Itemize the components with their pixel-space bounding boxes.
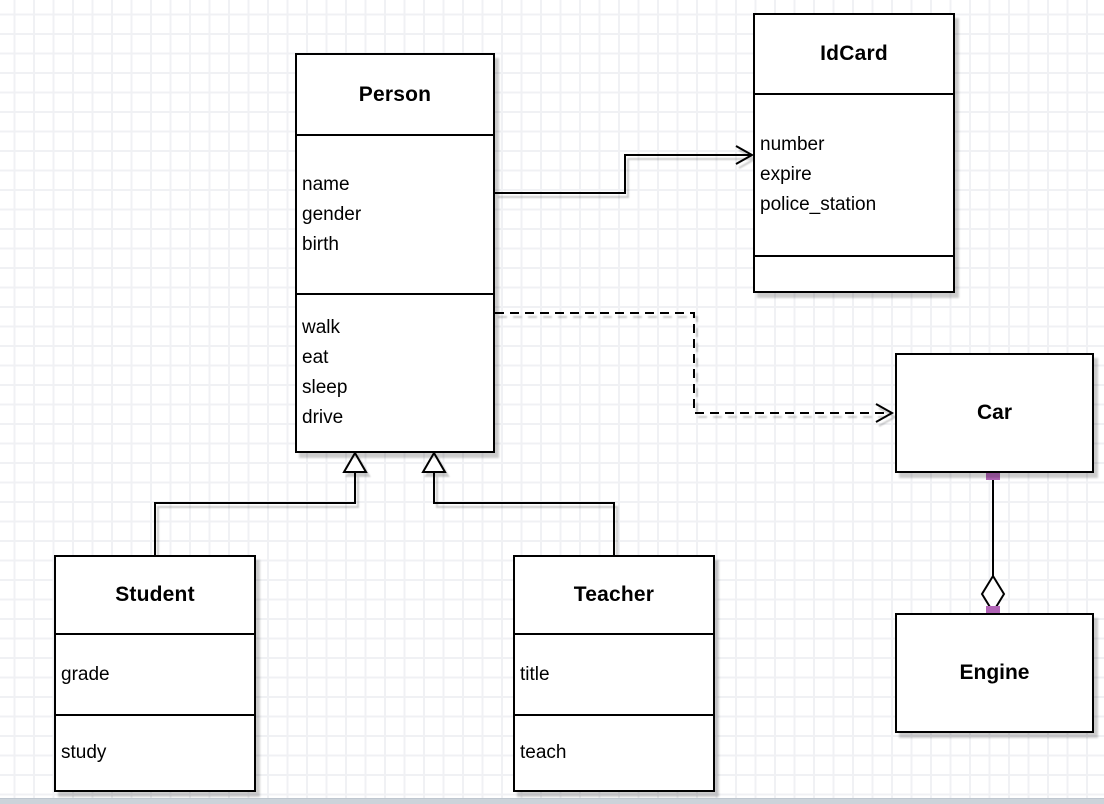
methods-section-empty [755,255,953,291]
method-row[interactable]: eat [302,347,329,368]
association-line[interactable] [495,154,750,194]
method-row[interactable]: drive [302,407,344,428]
connector-association-person-idcard[interactable] [495,145,755,194]
method-row[interactable]: study [61,742,107,763]
class-box-engine[interactable]: Engine [895,613,1094,733]
method-row[interactable]: sleep [302,377,348,398]
class-title: Student [115,583,195,606]
attribute-row[interactable]: title [520,663,550,685]
class-title: IdCard [820,42,888,65]
class-box-teacher[interactable]: Teacher title teach [513,555,715,792]
attribute-row[interactable]: grade [61,663,110,685]
class-box-student[interactable]: Student grade study [54,555,256,792]
connector-generalization-teacher-person[interactable] [421,451,615,555]
attribute-row[interactable]: gender [302,203,362,225]
hollow-triangle-icon [342,451,368,473]
generalization-line[interactable] [433,472,615,555]
canvas-bottom-edge [0,798,1104,804]
class-box-idcard[interactable]: IdCard number expire police_station [753,13,955,293]
class-title: Engine [959,661,1030,684]
open-arrowhead-icon [875,403,895,423]
hollow-triangle-icon [421,451,447,473]
generalization-line[interactable] [154,472,356,555]
method-row[interactable]: teach [520,742,567,763]
class-title: Teacher [573,583,655,606]
class-title: Person [358,82,432,106]
attribute-row[interactable]: number [760,134,825,155]
attribute-row[interactable]: police_station [760,194,877,215]
methods-section: study [56,714,254,790]
open-arrowhead-icon [735,145,755,165]
attributes-section: name gender birth [297,134,493,293]
connector-generalization-student-person[interactable] [154,451,368,555]
class-box-person[interactable]: Person name gender birth walk eat sleep … [295,53,495,453]
methods-section: teach [515,714,713,790]
connector-aggregation-car-engine[interactable] [980,466,1006,620]
class-title: Car [976,401,1013,424]
attributes-section: number expire police_station [755,93,953,255]
class-box-car[interactable]: Car [895,353,1094,473]
methods-section: walk eat sleep drive [297,293,493,451]
connector-dependency-person-car[interactable] [495,312,895,423]
attributes-section: grade [56,633,254,714]
method-row[interactable]: walk [302,317,341,338]
attributes-section: title [515,633,713,714]
attribute-row[interactable]: birth [302,233,339,255]
attribute-row[interactable]: expire [760,164,812,185]
attribute-row[interactable]: name [302,173,350,195]
dependency-line[interactable] [495,312,888,414]
